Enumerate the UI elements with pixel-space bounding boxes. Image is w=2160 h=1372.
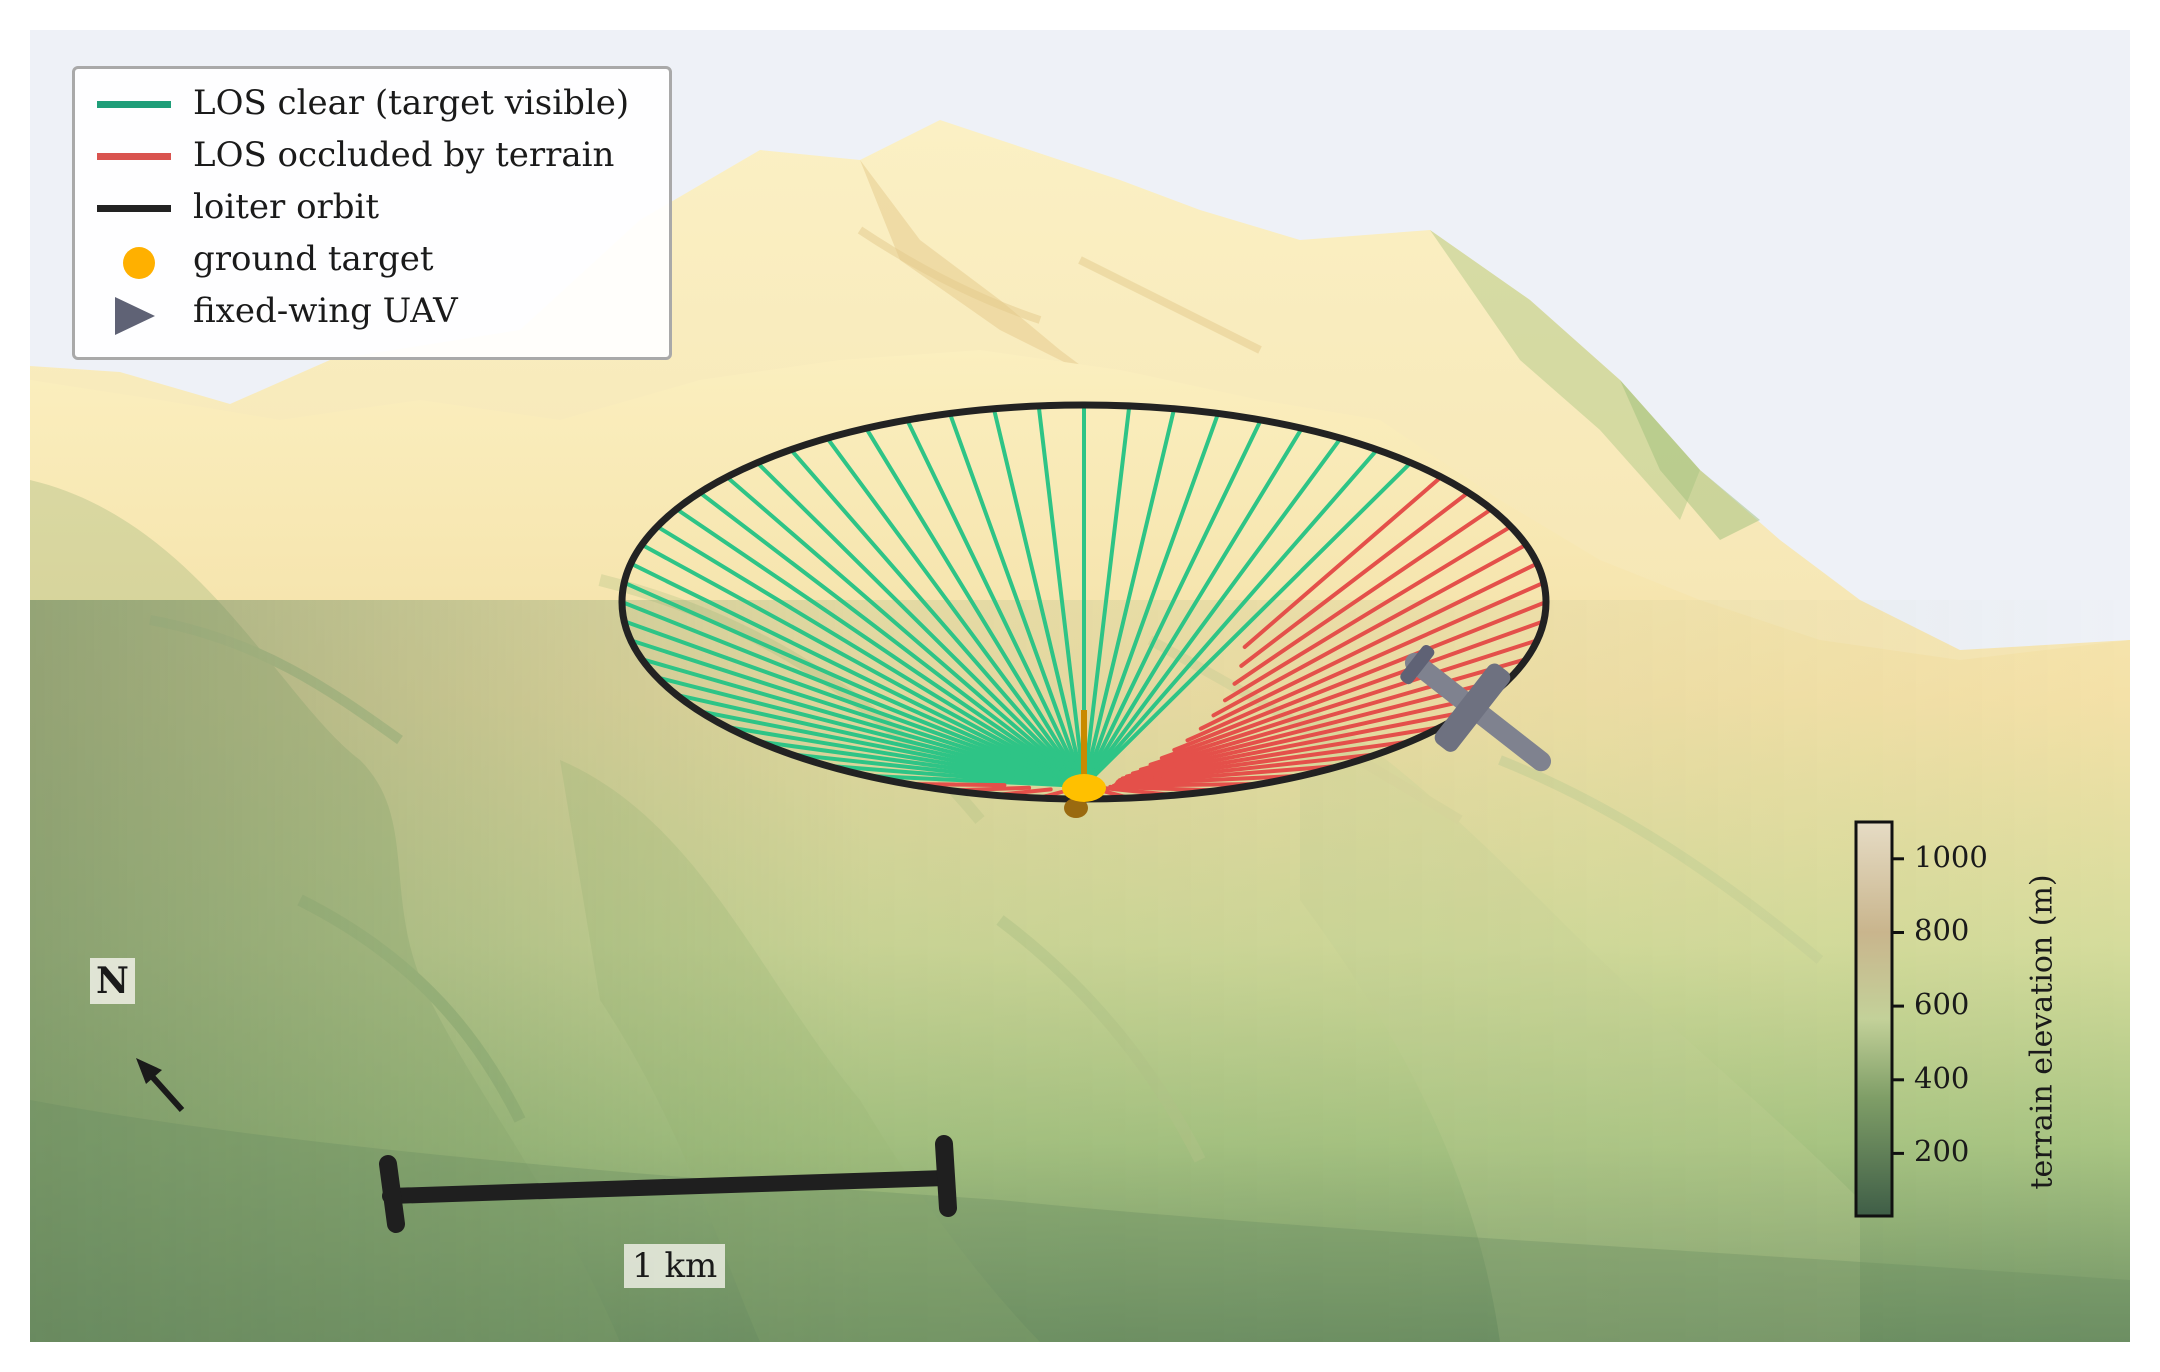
colorbar-tick-label: 200 bbox=[1914, 1134, 1970, 1169]
los-ray-clear bbox=[622, 580, 1086, 788]
los-ray-clear bbox=[1082, 447, 1380, 788]
legend-item: LOS occluded by terrain bbox=[75, 133, 669, 185]
colorbar-ticks bbox=[1892, 857, 1904, 1155]
legend-line-swatch bbox=[97, 205, 171, 212]
colorbar bbox=[1854, 820, 1904, 1218]
north-arrow-icon bbox=[136, 1058, 185, 1113]
los-ray-occluded bbox=[1120, 709, 1471, 781]
los-ray-clear bbox=[991, 406, 1086, 788]
los-ray-occluded bbox=[1239, 490, 1471, 668]
uav bbox=[1400, 644, 1552, 772]
colorbar-title: terrain elevation (m) bbox=[2024, 874, 2060, 1190]
legend-label: LOS clear (target visible) bbox=[193, 83, 630, 123]
los-ray-occluded bbox=[1172, 600, 1548, 752]
colorbar-tick-label: 600 bbox=[1914, 987, 1970, 1022]
los-ray-occluded bbox=[1232, 507, 1494, 686]
los-ray-clear bbox=[864, 773, 1086, 788]
los-ray-clear bbox=[825, 436, 1086, 788]
los-ray-occluded bbox=[1116, 739, 1413, 784]
los-ray-clear bbox=[1082, 460, 1413, 788]
los-ray-occluded bbox=[1198, 561, 1540, 731]
los-ray-clear bbox=[655, 675, 1086, 788]
colorbar-tick-label: 400 bbox=[1914, 1060, 1970, 1095]
legend-label: LOS occluded by terrain bbox=[193, 135, 615, 175]
los-ray-clear bbox=[1036, 403, 1086, 788]
los-ray-clear bbox=[622, 619, 1086, 788]
los-ray-clear bbox=[628, 638, 1086, 788]
colorbar-tick-label: 800 bbox=[1914, 913, 1970, 948]
los-ray-clear bbox=[724, 475, 1086, 788]
los-ray-occluded bbox=[1148, 638, 1540, 767]
los-ray-clear bbox=[755, 460, 1086, 788]
los-ray-clear bbox=[947, 411, 1086, 788]
los-ray-clear bbox=[697, 490, 1086, 788]
legend-item: ground target bbox=[75, 237, 669, 289]
los-ray-occluded bbox=[1185, 580, 1546, 743]
los-ray-occluded bbox=[1211, 542, 1529, 718]
colorbar-tick-label: 1000 bbox=[1914, 839, 1988, 874]
los-ray-clear bbox=[628, 561, 1086, 788]
legend-label: loiter orbit bbox=[193, 187, 380, 227]
legend-dot-swatch bbox=[123, 247, 155, 279]
legend-line-swatch bbox=[97, 101, 171, 108]
los-ray-occluded bbox=[1115, 763, 1343, 786]
scale-bar-label: 1 km bbox=[624, 1244, 726, 1288]
los-ray-clear bbox=[1082, 418, 1263, 788]
los-ray-clear bbox=[905, 418, 1086, 788]
legend-label: fixed-wing UAV bbox=[193, 291, 458, 331]
legend: LOS clear (target visible) LOS occluded b… bbox=[72, 66, 672, 360]
los-ray-occluded bbox=[1159, 619, 1546, 761]
los-ray-clear bbox=[674, 507, 1086, 788]
legend-item: fixed-wing UAV bbox=[75, 289, 669, 341]
colorbar-gradient bbox=[1854, 820, 1894, 1218]
los-ray-clear bbox=[1082, 436, 1343, 788]
los-ray-occluded bbox=[1138, 657, 1529, 772]
los-ray-occluded bbox=[1242, 475, 1444, 649]
los-ray-clear bbox=[1082, 403, 1132, 788]
los-ray-clear bbox=[655, 524, 1086, 788]
los-ray-occluded bbox=[1223, 524, 1513, 703]
los-ray-clear bbox=[864, 426, 1086, 788]
los-ray-clear bbox=[639, 657, 1086, 788]
los-ray-occluded bbox=[1115, 752, 1380, 785]
triangle-icon bbox=[115, 297, 155, 335]
legend-item: loiter orbit bbox=[75, 185, 669, 237]
los-ray-clear bbox=[1082, 411, 1221, 788]
los-ray-clear bbox=[1082, 426, 1304, 788]
los-ray-occluded bbox=[1124, 692, 1494, 779]
legend-label: ground target bbox=[193, 239, 434, 279]
north-label: N bbox=[90, 958, 135, 1004]
los-ray-clear bbox=[1082, 406, 1177, 788]
scale-bar bbox=[379, 1135, 957, 1233]
los-ray-clear bbox=[620, 600, 1086, 788]
los-ray-clear bbox=[788, 447, 1086, 788]
los-ray-occluded bbox=[1117, 725, 1444, 783]
ground-target bbox=[1062, 710, 1106, 818]
legend-line-swatch bbox=[97, 153, 171, 160]
legend-item: LOS clear (target visible) bbox=[75, 81, 669, 133]
los-ray-clear bbox=[639, 542, 1086, 788]
